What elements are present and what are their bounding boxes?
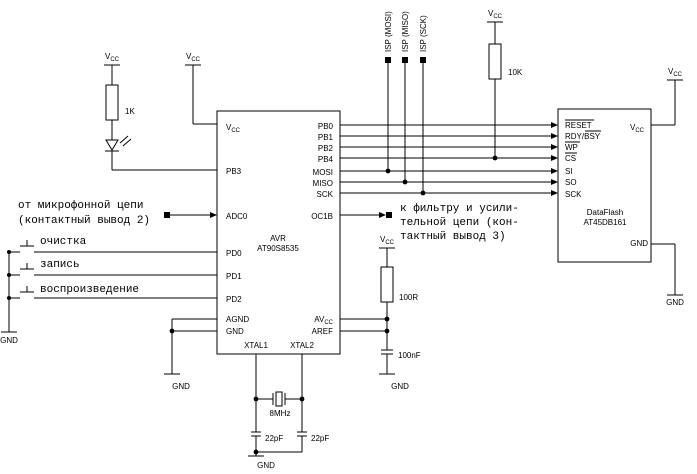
gnd-label-avcc: GND (391, 382, 409, 391)
avr-pin-miso: MISO (313, 179, 333, 188)
c-avcc-label: 100nF (398, 351, 421, 360)
vcc-label-df: VCC (668, 67, 683, 78)
spi-bus (340, 122, 558, 196)
avr-pin-adc0: ADC0 (226, 212, 248, 221)
avr-pin-gnd: GND (226, 327, 244, 336)
avr-ground: GND (164, 318, 217, 391)
dataflash-chip: RESET RDY/BSY WP CS SI SO SCK VCC GND Da… (557, 108, 652, 263)
button-record-label: запись (40, 259, 80, 271)
df-pin-so: SO (565, 178, 577, 187)
button-record[interactable]: запись (7, 259, 217, 277)
df-pin-sck: SCK (565, 190, 582, 199)
avr-pin-sck: SCK (317, 190, 334, 199)
avr-pin-agnd: AGND (226, 315, 249, 324)
gnd-label-avr: GND (172, 382, 190, 391)
df-part: AT45DB161 (584, 218, 628, 227)
avr-pin-xtal2: XTAL2 (290, 341, 314, 350)
avr-pin-pd1: PD1 (226, 272, 242, 281)
avr-pin-pb2: PB2 (318, 144, 334, 153)
c-xtal1-label: 22pF (265, 434, 283, 443)
avr-chip: VCC PB3 ADC0 PD0 PD1 PD2 AGND GND PB0 PB… (216, 110, 341, 355)
r-avcc-label: 100R (399, 293, 418, 302)
button-play[interactable]: воспроизведение (7, 284, 217, 300)
df-pin-rdybsy: RDY/BSY (565, 132, 601, 141)
dataflash-power: VCC GND (651, 67, 684, 307)
led-icon (105, 139, 119, 151)
df-pin-reset: RESET (565, 121, 592, 130)
df-gnd-pin: GND (630, 239, 648, 248)
crystal-circuit: 8MHz 22pF 22pF GND (248, 354, 329, 470)
avr-pin-xtal1: XTAL1 (244, 341, 268, 350)
avr-pin-mosi: MOSI (313, 168, 333, 177)
mic-input: от микрофонной цепи (контактный вывод 2) (18, 199, 217, 227)
avr-pin-pb0: PB0 (318, 122, 334, 131)
gnd-label-xtal: GND (257, 461, 275, 470)
mic-note-line2: (контактный вывод 2) (18, 215, 150, 227)
gnd-label-df: GND (666, 298, 684, 307)
vcc-label-avcc: VCC (380, 235, 395, 246)
avr-pin-pd0: PD0 (226, 249, 242, 258)
c-xtal2-label: 22pF (311, 434, 329, 443)
df-pin-wp: WP (565, 143, 578, 152)
vcc-label-pullup: VCC (488, 9, 503, 20)
filter-output: к фильтру и усили- тельной цепи (кон- та… (340, 202, 519, 243)
crystal-label: 8MHz (270, 409, 291, 418)
button-clear[interactable]: очистка (7, 236, 217, 254)
button-clear-label: очистка (40, 236, 87, 248)
df-vcc-pin: VCC (630, 123, 645, 134)
avr-pin-pb3: PB3 (226, 167, 242, 176)
avr-pin-avcc: AVCC (314, 315, 333, 326)
avcc-filter: VCC 100R 100nF GND (340, 235, 421, 391)
avr-name: AVR (270, 234, 286, 243)
isp-headers: ISP (MOSI) ISP (MISO) ISP (SCK) (384, 11, 428, 196)
crystal-icon (275, 391, 283, 407)
isp-sck-label: ISP (SCK) (419, 15, 428, 52)
mic-note-line1: от микрофонной цепи (18, 199, 143, 212)
isp-mosi-label: ISP (MOSI) (384, 11, 393, 52)
vcc-label-led: VCC (105, 52, 120, 63)
df-name: DataFlash (587, 208, 623, 217)
pullup-10k: VCC 10K (487, 9, 523, 161)
push-buttons: GND очистка запись воспроизведение (0, 236, 217, 345)
avr-vcc-pin: VCC (226, 123, 241, 134)
filter-note-line2: тельной цепи (кон- (400, 217, 519, 229)
gnd-label-buttons: GND (0, 336, 18, 345)
avr-power: VCC (185, 52, 217, 125)
vcc-label-avr: VCC (186, 52, 201, 63)
isp-miso-label: ISP (MISO) (401, 11, 410, 52)
avr-pin-pb4: PB4 (318, 155, 334, 164)
avr-part: AT90S8535 (257, 244, 299, 253)
filter-note-line3: тактный вывод 3) (400, 231, 506, 243)
button-play-label: воспроизведение (40, 284, 139, 296)
r-pullup-label: 10K (508, 68, 523, 77)
avr-pin-oc1b: OC1B (311, 212, 333, 221)
r-led-label: 1K (125, 107, 135, 116)
avr-pin-pb1: PB1 (318, 133, 334, 142)
led-circuit: VCC 1K (104, 52, 217, 171)
df-pin-cs: CS (565, 154, 576, 163)
df-pin-si: SI (565, 167, 573, 176)
avr-pin-aref: AREF (312, 327, 333, 336)
filter-note-line1: к фильтру и усили- (400, 202, 519, 215)
avr-pin-pd2: PD2 (226, 295, 242, 304)
